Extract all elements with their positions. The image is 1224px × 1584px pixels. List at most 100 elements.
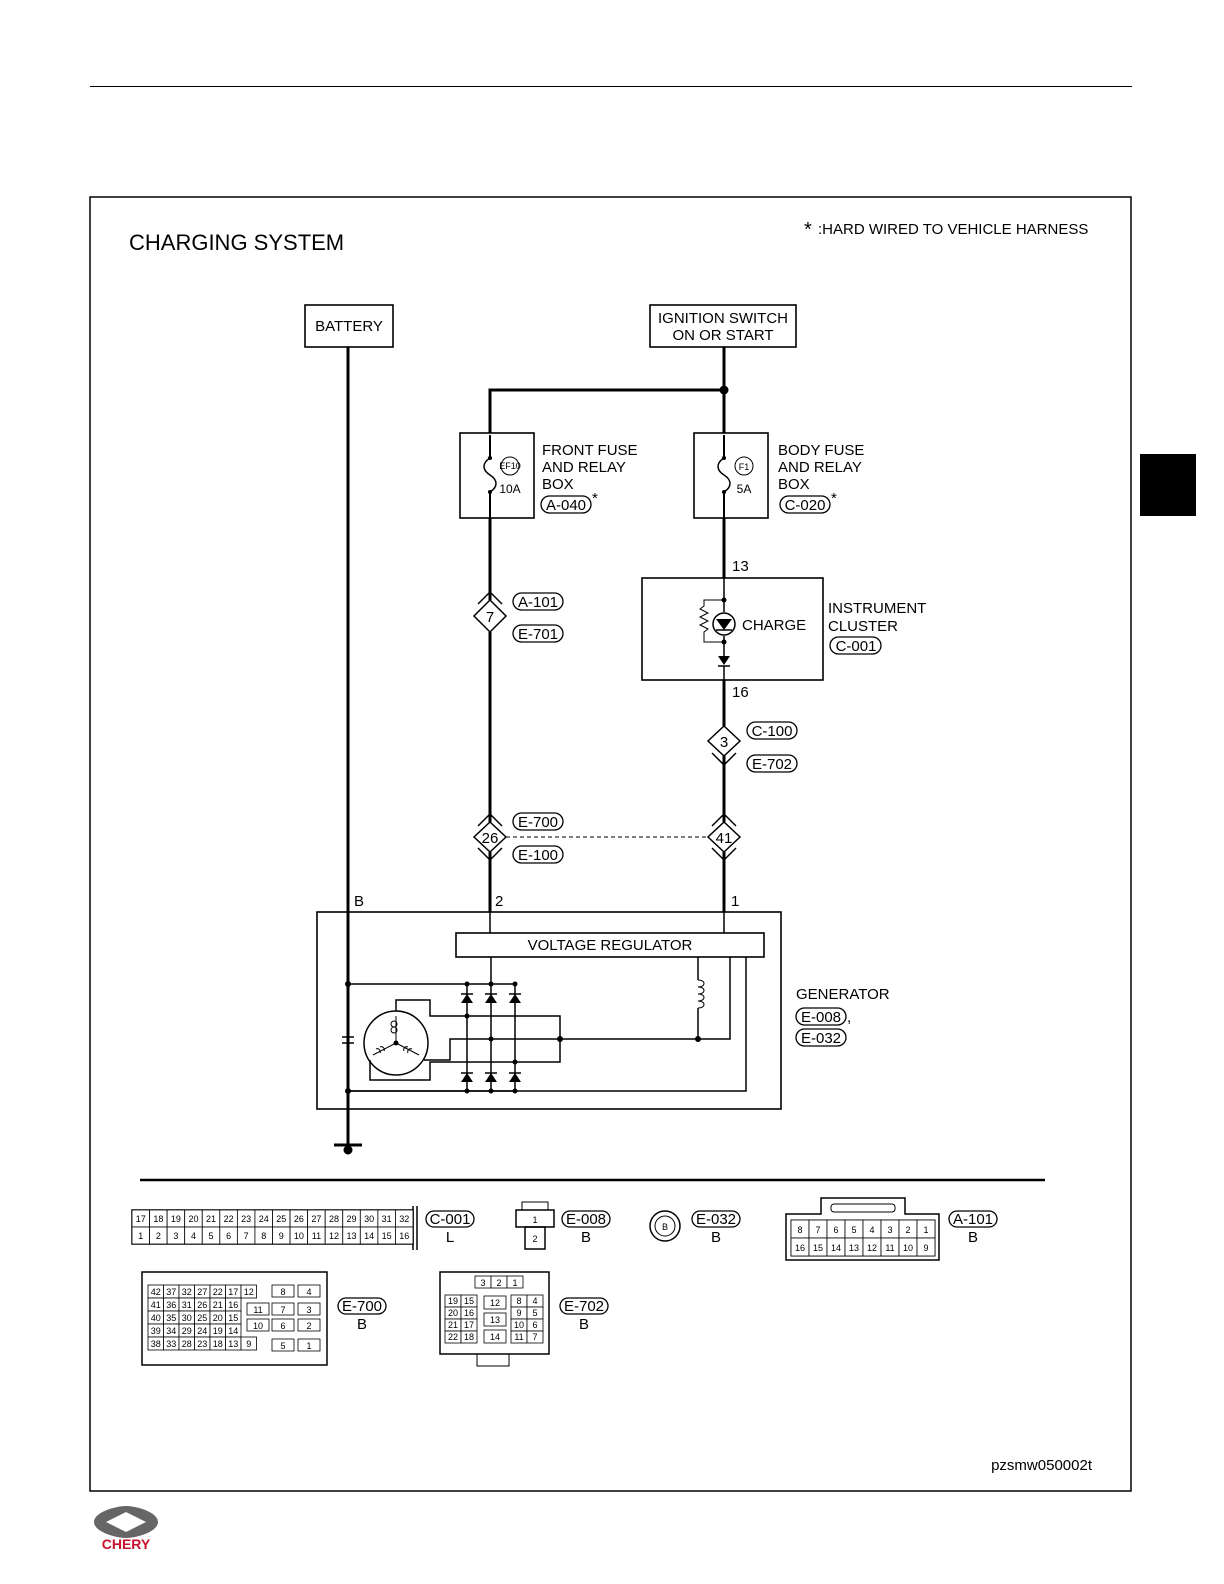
pin-number: 21 bbox=[448, 1320, 458, 1330]
pin-number: 14 bbox=[228, 1326, 238, 1336]
ignition-switch-line1: IGNITION SWITCH bbox=[658, 310, 788, 327]
connector-view-c001-color: L bbox=[446, 1229, 454, 1246]
inline-connector-e700-label: E-700 bbox=[518, 814, 558, 831]
pin-number: 37 bbox=[166, 1287, 176, 1297]
capacitor-icon bbox=[342, 1036, 354, 1044]
pin-number: 13 bbox=[347, 1231, 357, 1241]
inline-connector-7: 7 bbox=[472, 590, 508, 634]
pin-number: 18 bbox=[464, 1332, 474, 1342]
pin-number: 9 bbox=[279, 1231, 284, 1241]
charge-warning-lamp-icon bbox=[712, 612, 736, 636]
pin-number: 10 bbox=[253, 1321, 263, 1331]
pin-number: 19 bbox=[448, 1296, 458, 1306]
connector-view-e700-color: B bbox=[357, 1316, 367, 1333]
pin-number: 30 bbox=[364, 1214, 374, 1224]
pin-number: 31 bbox=[382, 1214, 392, 1224]
chery-logo-text: CHERY bbox=[102, 1536, 151, 1552]
pin-number: 23 bbox=[197, 1339, 207, 1349]
pin-number: 29 bbox=[347, 1214, 357, 1224]
pin-number: 35 bbox=[166, 1313, 176, 1323]
pin-number: 15 bbox=[464, 1296, 474, 1306]
pin-number: 20 bbox=[213, 1313, 223, 1323]
rectifier-diodes-lower-icon bbox=[461, 1072, 521, 1082]
instrument-cluster-line1: INSTRUMENT bbox=[828, 600, 926, 617]
pin-cell bbox=[246, 1318, 270, 1332]
pin-number: 5 bbox=[209, 1231, 214, 1241]
pin-number: 7 bbox=[280, 1305, 285, 1315]
fuse-f1-id: F1 bbox=[739, 462, 750, 472]
pin-number: 34 bbox=[166, 1326, 176, 1336]
instrument-cluster-line2: CLUSTER bbox=[828, 618, 898, 635]
pin-number: 1 bbox=[306, 1341, 311, 1351]
pin-number: 15 bbox=[228, 1313, 238, 1323]
pin-number: 22 bbox=[213, 1287, 223, 1297]
pin-number: 11 bbox=[312, 1231, 321, 1241]
pin-number: 12 bbox=[244, 1287, 254, 1297]
instrument-cluster-box bbox=[641, 577, 824, 681]
pin-number: 20 bbox=[188, 1214, 198, 1224]
pin-number: 23 bbox=[241, 1214, 251, 1224]
pin-number: 26 bbox=[197, 1300, 207, 1310]
pin-number: 8 bbox=[261, 1231, 266, 1241]
pin-number: 27 bbox=[197, 1287, 207, 1297]
pin-number: 3 bbox=[480, 1278, 485, 1288]
pin-number: 18 bbox=[213, 1339, 223, 1349]
pin-number: 7 bbox=[532, 1332, 537, 1342]
connector-view-e032-pin: B bbox=[662, 1222, 668, 1232]
pin-number: 28 bbox=[329, 1214, 339, 1224]
fuse-ef10-icon bbox=[483, 457, 497, 493]
pin-number: 24 bbox=[259, 1214, 269, 1224]
inline-connector-e100-label: E-100 bbox=[518, 847, 558, 864]
pin-number: 27 bbox=[311, 1214, 321, 1224]
pin-number: 15 bbox=[813, 1243, 823, 1253]
ignition-splice-node bbox=[719, 385, 729, 395]
pin-cell bbox=[271, 1338, 295, 1352]
pin-number: 1 bbox=[512, 1278, 517, 1288]
pin-cell bbox=[395, 1226, 414, 1245]
body-fuse-box-line2: AND RELAY bbox=[778, 459, 862, 476]
inline-connector-41: 41 bbox=[706, 812, 742, 862]
pin-number: 29 bbox=[182, 1326, 192, 1336]
pin-number: 4 bbox=[532, 1296, 537, 1306]
pin-number: 5 bbox=[280, 1341, 285, 1351]
charge-lamp-label: CHARGE bbox=[742, 617, 806, 634]
pin-cell bbox=[916, 1237, 936, 1257]
cluster-diode-icon bbox=[718, 656, 730, 665]
pin-number: 2 bbox=[306, 1321, 311, 1331]
pin-number: 40 bbox=[151, 1313, 161, 1323]
pin-number: 4 bbox=[306, 1287, 311, 1297]
pin-number: 33 bbox=[166, 1339, 176, 1349]
pin-number: 10 bbox=[514, 1320, 524, 1330]
pin-number: 11 bbox=[885, 1243, 894, 1253]
pin-number: 6 bbox=[532, 1320, 537, 1330]
connector-view-e008-color: B bbox=[581, 1229, 591, 1246]
inline-connector-26: 26 bbox=[472, 812, 508, 862]
pin-number: 18 bbox=[153, 1214, 163, 1224]
generator-pin-2: 2 bbox=[495, 893, 503, 910]
pin-cell bbox=[246, 1302, 270, 1316]
ignition-switch-box bbox=[649, 304, 797, 348]
pin-cell bbox=[297, 1338, 321, 1352]
pin-number: 10 bbox=[294, 1231, 304, 1241]
pin-number: 19 bbox=[213, 1326, 223, 1336]
pin-number: 9 bbox=[923, 1243, 928, 1253]
pin-number: 12 bbox=[490, 1298, 500, 1308]
pin-number: 3 bbox=[173, 1231, 178, 1241]
note-asterisk: * bbox=[804, 219, 812, 241]
pin-number: 14 bbox=[490, 1332, 500, 1342]
pin-cell bbox=[297, 1302, 321, 1316]
body-fuse-box-hardwired-mark: * bbox=[831, 490, 837, 507]
pin-number: 7 bbox=[244, 1231, 249, 1241]
inline-connector-7-pin: 7 bbox=[486, 609, 494, 626]
note-text: :HARD WIRED TO VEHICLE HARNESS bbox=[818, 221, 1088, 238]
pin-number: 6 bbox=[833, 1225, 838, 1235]
pin-cell bbox=[526, 1330, 544, 1344]
generator-connector-separator: , bbox=[847, 1009, 851, 1026]
pin-cell bbox=[271, 1318, 295, 1332]
figure-code: pzsmw050002t bbox=[991, 1457, 1093, 1474]
diagram-title: CHARGING SYSTEM bbox=[129, 230, 344, 255]
pin-number: 25 bbox=[276, 1214, 286, 1224]
fuse-f1-rating: 5A bbox=[737, 482, 752, 496]
header-rule bbox=[90, 86, 1132, 87]
